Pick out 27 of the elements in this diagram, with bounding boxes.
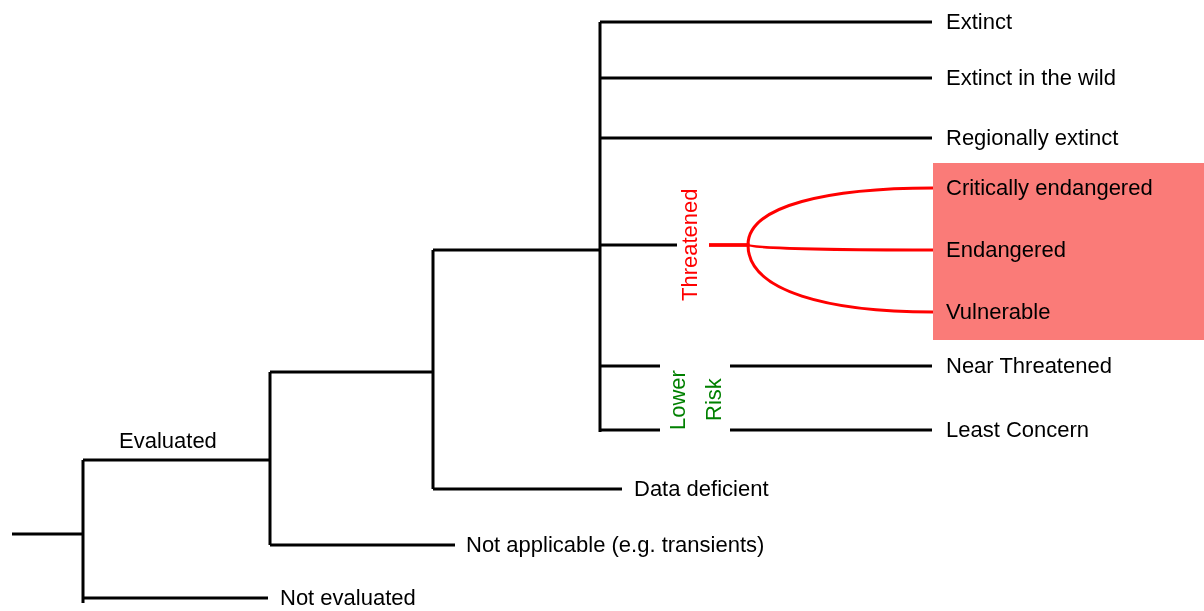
category-label: Extinct in the wild: [932, 65, 1116, 91]
category-label: Extinct: [932, 9, 1013, 35]
branch-line: [709, 243, 934, 314]
branch-line: [600, 428, 660, 432]
category-label: Endangered: [933, 237, 1066, 263]
category-label: Not applicable (e.g. transients): [455, 532, 765, 558]
branch-line: [600, 136, 932, 140]
branch-line: [600, 20, 932, 24]
branch-line: [83, 596, 268, 600]
category-label: Vulnerable: [933, 299, 1051, 325]
branch-label: Evaluated: [119, 428, 217, 454]
branch-line: [433, 487, 622, 491]
highlight-band: [933, 163, 1204, 340]
group-label: Lower Risk: [660, 352, 730, 448]
branch-line: [730, 428, 932, 432]
category-label: Regionally extinct: [932, 125, 1119, 151]
category-label: Critically endangered: [933, 175, 1153, 201]
branch-line: [600, 364, 660, 368]
category-label: Least Concern: [932, 417, 1090, 443]
group-label: Threatened: [677, 163, 709, 327]
branch-line: [270, 543, 455, 547]
branch-line: [600, 243, 677, 247]
branch-line: [600, 76, 932, 80]
category-label: Not evaluated: [268, 585, 416, 611]
category-label: Data deficient: [622, 476, 769, 502]
branch-line: [730, 364, 932, 368]
category-label: Near Threatened: [932, 353, 1112, 379]
